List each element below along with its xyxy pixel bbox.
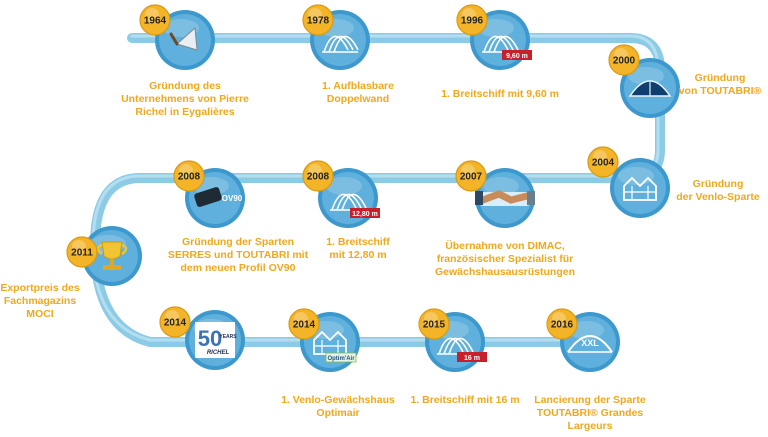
xxl-label: XXL (581, 338, 599, 348)
xxl-tunnel-icon: XXL (567, 335, 613, 353)
milestone-label: Gründung der Venlo-Sparte (676, 178, 760, 203)
year-badge: 1964 (139, 4, 171, 36)
milestone-3: 2000 (608, 44, 680, 118)
width-tag (457, 352, 487, 362)
width-tag (502, 50, 532, 60)
milestone-label: Lancierung der Sparte TOUTABRI® Grandes … (534, 394, 646, 432)
venlo-greenhouse-icon: Optim'Air (313, 330, 357, 363)
milestone-label: 1. Breitschiff mit 16 m (410, 394, 520, 406)
year-label: 2011 (71, 248, 93, 259)
width-tag (350, 208, 380, 218)
year-label: 2014 (293, 320, 316, 331)
year-badge: 2014 (288, 308, 320, 340)
milestone-11: 16 m 2015 (418, 308, 487, 372)
milestone-6: 12,80 m 2008 (302, 160, 380, 228)
width-tag-label: 16 m (464, 355, 480, 362)
timeline-path-highlight (91, 34, 660, 342)
milestone-12: XXL 2016 (546, 308, 620, 372)
logo-number: 50 (198, 326, 222, 351)
year-label: 2016 (551, 320, 574, 331)
year-label: 2000 (613, 56, 636, 67)
milestone-label: 1. Breitschiff mit 12,80 m (326, 236, 390, 261)
milestone-circle-inner (614, 162, 666, 214)
optimair-tag-label: Optim'Air (327, 356, 355, 362)
year-badge: 2011 (66, 236, 98, 268)
milestone-4: 2004 (587, 146, 670, 218)
milestone-2: 9,60 m 1996 (456, 4, 532, 70)
year-label: 1978 (307, 16, 330, 27)
year-label: 2008 (307, 172, 330, 183)
milestone-8: 2011 (66, 226, 142, 286)
milestone-label: Gründung der Sparten SERRES und TOUTABRI… (167, 236, 309, 274)
year-badge: 2008 (173, 160, 205, 192)
logo-word-richel: RICHEL (207, 350, 230, 356)
milestone-5: 2007 (455, 160, 535, 228)
year-label: 2015 (423, 320, 446, 331)
year-badge: 2015 (418, 308, 450, 340)
year-badge: 2014 (159, 306, 191, 338)
year-label: 1996 (461, 16, 484, 27)
milestone-0: 1964 (139, 4, 215, 70)
year-badge: 1978 (302, 4, 334, 36)
milestone-label: 1. Aufblasbare Doppelwand (322, 80, 394, 105)
greenhouse-tunnel-icon (322, 35, 359, 53)
milestone-7: OV90 2008 (173, 160, 245, 228)
handshake-icon (475, 190, 535, 206)
milestone-label: Exportpreis des Fachmagazins MOCI (0, 282, 80, 320)
year-badge: 2000 (608, 44, 640, 76)
year-badge: 2008 (302, 160, 334, 192)
greenhouse-tunnel-icon: 16 m (437, 337, 487, 362)
milestone-label: Gründung von TOUTABRI® (678, 72, 762, 97)
milestone-label: Gründung des Unternehmens von Pierre Ric… (121, 80, 249, 118)
year-badge: 1996 (456, 4, 488, 36)
year-label: 2014 (164, 318, 187, 329)
ov90-label: OV90 (222, 194, 243, 203)
milestone-label: 1. Breitschiff mit 9,60 m (441, 88, 559, 100)
milestone-label: 1. Venlo-Gewächshaus Optimair (281, 394, 395, 419)
milestone-label: Übernahme von DIMAC, französischer Spezi… (434, 240, 576, 278)
venlo-greenhouse-icon (623, 176, 657, 201)
greenhouse-tunnel-icon: 9,60 m (482, 35, 532, 60)
width-tag-label: 9,60 m (506, 53, 528, 60)
logo-word-years: YEARS (219, 334, 237, 340)
year-label: 1964 (144, 16, 167, 27)
year-badge: 2007 (455, 160, 487, 192)
milestone-1: 1978 (302, 4, 370, 70)
trophy-icon (96, 241, 128, 270)
year-badge: 2016 (546, 308, 578, 340)
optimair-tag (325, 352, 357, 363)
year-label: 2004 (592, 158, 615, 169)
trowel-icon (169, 26, 198, 51)
greenhouse-tunnel-icon: 12,80 m (330, 193, 380, 218)
year-label: 2007 (460, 172, 483, 183)
milestone-10: Optim'Air 2014 (288, 308, 360, 372)
width-tag-label: 12,80 m (352, 211, 378, 218)
toutabri-shelter-icon (628, 80, 672, 97)
ov90-profile-icon: OV90 (194, 187, 243, 207)
milestone-circle-inner (564, 316, 616, 368)
year-label: 2008 (178, 172, 201, 183)
year-badge: 2004 (587, 146, 619, 178)
